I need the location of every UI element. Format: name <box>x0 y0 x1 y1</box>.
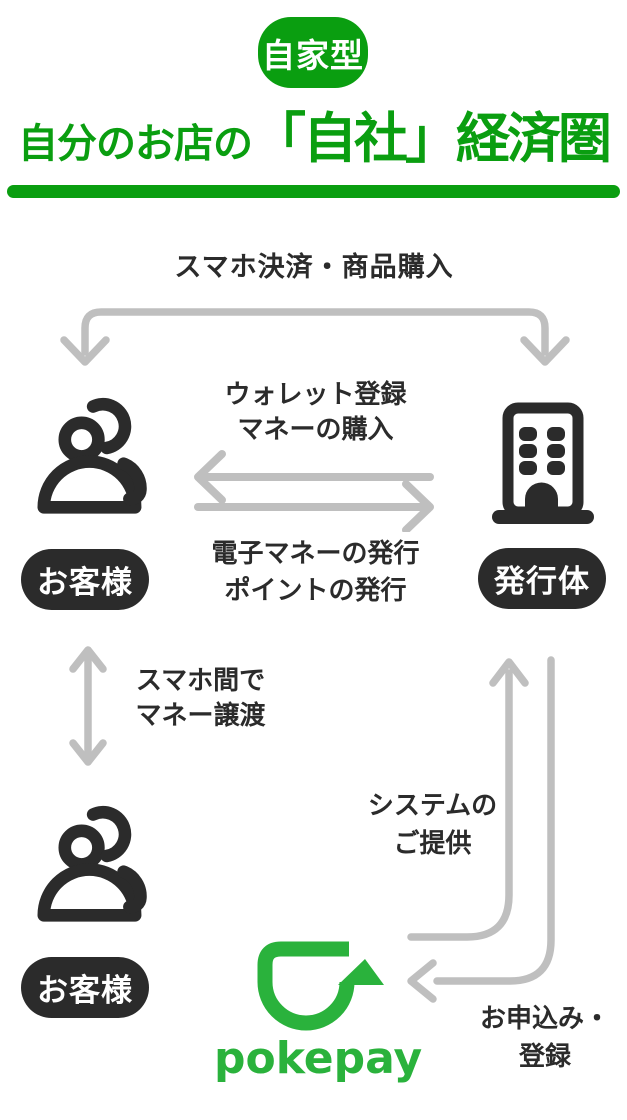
pokepay-wordmark: pokepay <box>214 1033 423 1084</box>
arrow-left-curved-icon <box>407 656 555 1003</box>
type-badge-label: 自家型 <box>262 35 364 75</box>
apply-flow-label: お申込み・ 登録 <box>469 1000 621 1076</box>
transfer-flow-line1: スマホ間で <box>135 666 266 696</box>
type-badge: 自家型 <box>258 17 368 88</box>
wallet-flow-label: ウォレット登録 マネーの購入 <box>193 378 438 448</box>
customer-bottom-pill: お客様 <box>21 957 149 1018</box>
page-title: 自分のお店の「自社」経済圏 <box>0 94 627 173</box>
issuer-pill: 発行体 <box>478 548 606 609</box>
double-down-bracket-arrow-icon <box>60 308 570 366</box>
pokepay-logo-icon <box>257 941 384 1031</box>
provider-issuer-arrows <box>407 656 555 1003</box>
purchase-flow-label: スマホ決済・商品購入 <box>174 252 454 283</box>
page-title-prefix: 自分のお店の <box>18 121 253 167</box>
customer-top-pill: お客様 <box>21 549 149 610</box>
arrow-up-icon <box>407 658 529 941</box>
transfer-flow-label: スマホ間で マネー譲渡 <box>128 664 273 734</box>
wallet-flow-line2: マネーの購入 <box>237 415 394 445</box>
arrow-up-down-icon <box>69 646 107 766</box>
issue-flow-line1: 電子マネーの発行 <box>211 539 420 569</box>
system-flow-line1: システムの <box>367 791 498 821</box>
transfer-flow-line2: マネー譲渡 <box>135 701 266 731</box>
wallet-flow-line1: ウォレット登録 <box>224 380 407 410</box>
issue-flow-line2: ポイントの発行 <box>224 576 407 606</box>
customer-top-label: お客様 <box>37 565 133 601</box>
users-icon <box>37 397 147 514</box>
issue-flow-label: 電子マネーの発行 ポイントの発行 <box>178 536 453 610</box>
customer-bottom-label: お客様 <box>37 973 133 1009</box>
system-flow-line2: ご提供 <box>393 829 472 859</box>
apply-flow-line2: 登録 <box>518 1042 571 1072</box>
issuer-label: 発行体 <box>494 564 590 600</box>
apply-flow-line1: お申込み・ <box>479 1004 610 1034</box>
users-icon <box>37 805 147 922</box>
exchange-arrows-icon <box>194 450 434 532</box>
arrow-right-icon <box>194 480 434 532</box>
page-title-emphasis: 「自社」経済圏 <box>252 107 612 170</box>
title-underline-bar <box>7 185 620 198</box>
system-flow-label: システムの ご提供 <box>355 787 510 863</box>
building-icon <box>492 402 594 524</box>
arrow-left-icon <box>194 450 434 504</box>
